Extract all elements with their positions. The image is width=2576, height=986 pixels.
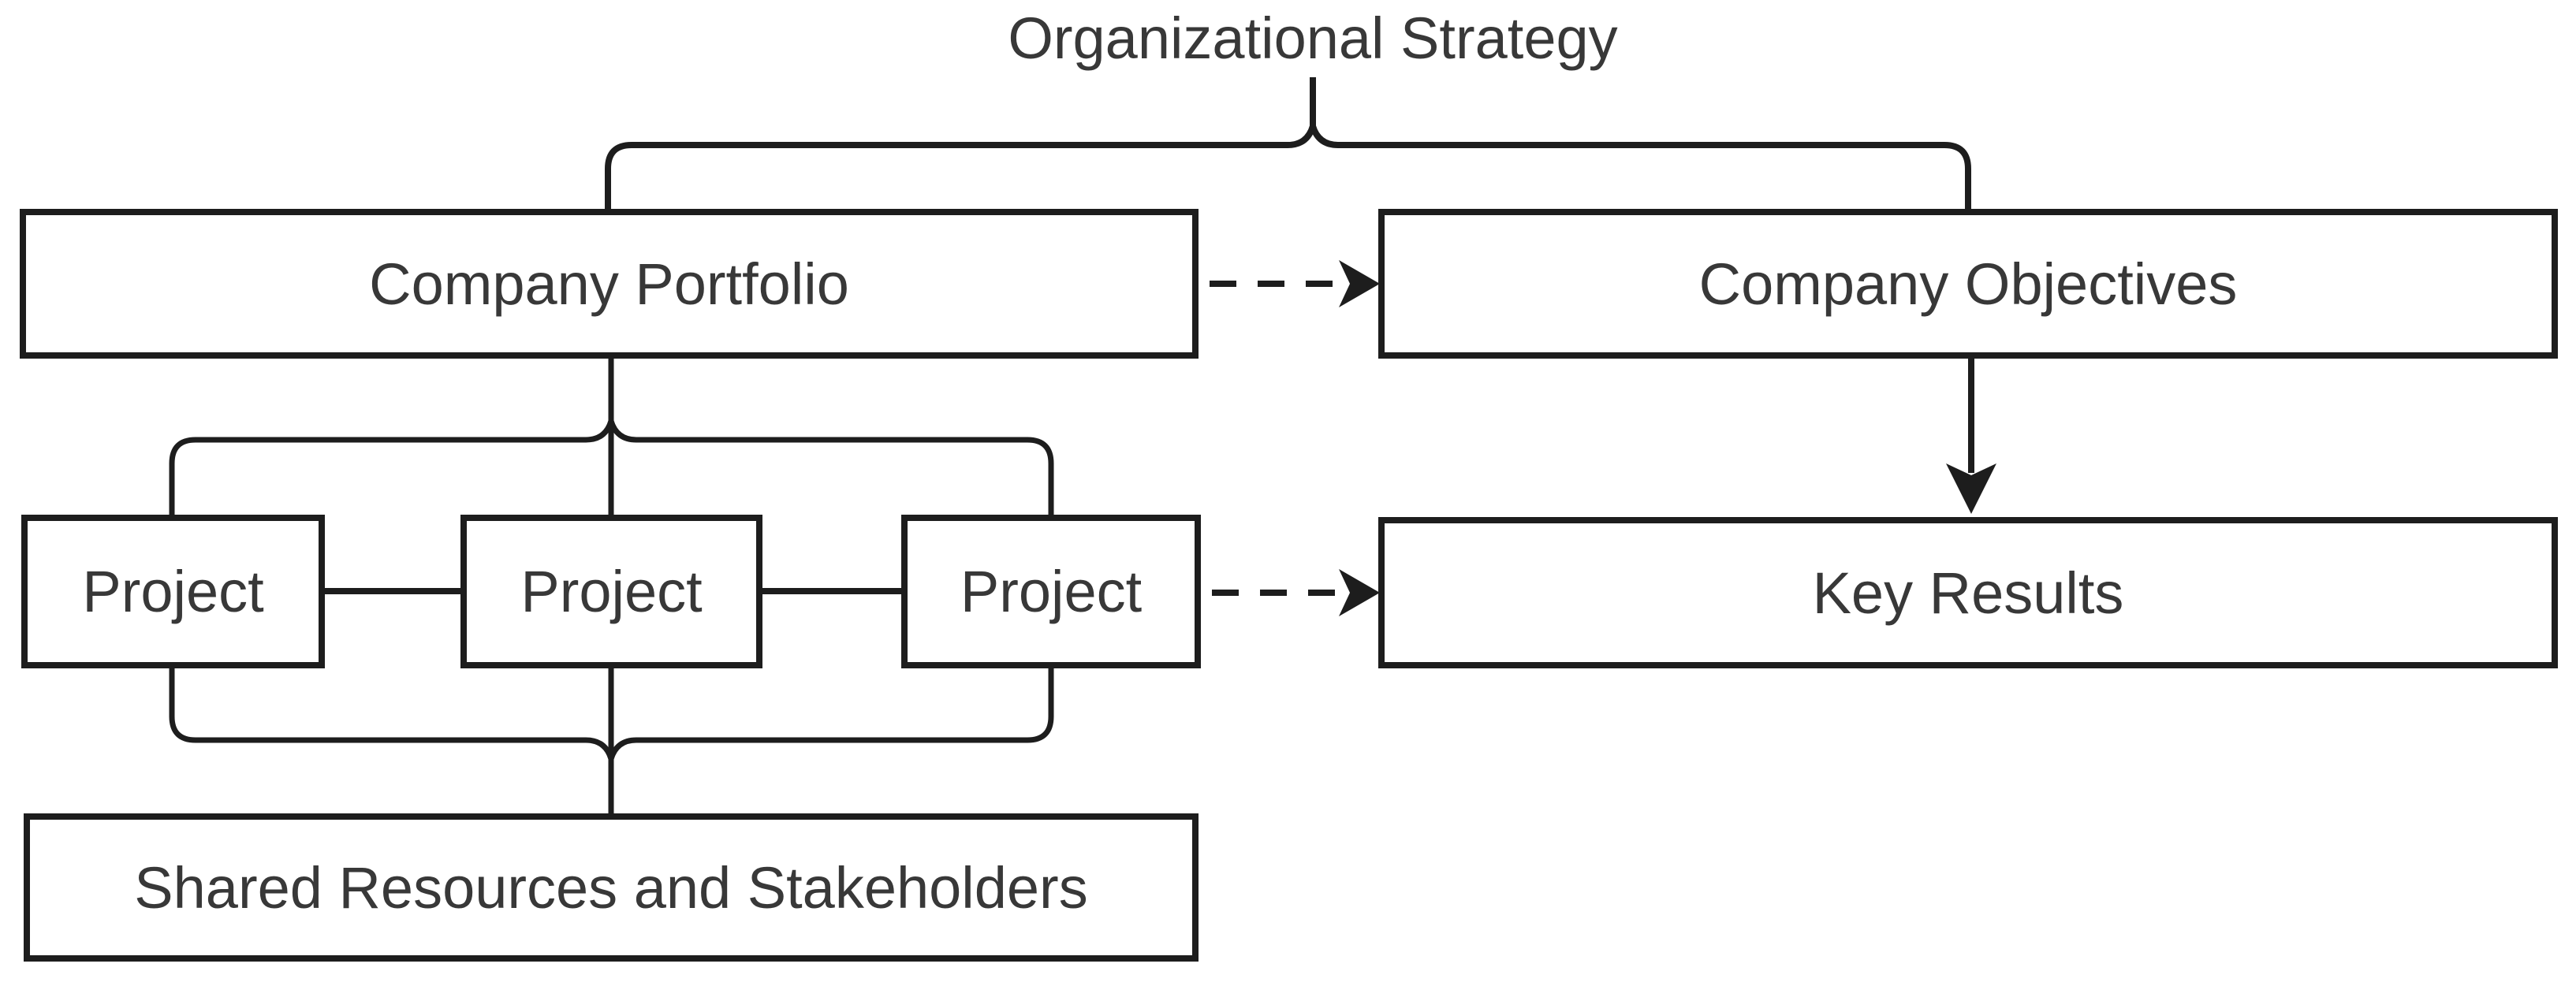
brace-projects-shared-connector bbox=[169, 668, 1054, 813]
objectives-keyresults-arrowhead bbox=[1946, 463, 1996, 514]
project-1-label: Project bbox=[82, 559, 264, 624]
project-keyresults-arrowhead bbox=[1339, 569, 1380, 616]
brace-portfolio-projects-connector bbox=[169, 359, 1054, 515]
key-results-label: Key Results bbox=[1812, 560, 2124, 626]
project-2-label: Project bbox=[520, 559, 703, 624]
node-key-results: Key Results bbox=[1378, 517, 2558, 668]
diagram-title: Organizational Strategy bbox=[1008, 5, 1618, 71]
shared-resources-label: Shared Resources and Stakeholders bbox=[134, 854, 1088, 921]
node-project-3: Project bbox=[901, 515, 1201, 668]
node-project-2: Project bbox=[460, 515, 762, 668]
brace-strategy-connector bbox=[605, 77, 1971, 209]
node-company-objectives: Company Objectives bbox=[1378, 209, 2558, 359]
node-company-portfolio: Company Portfolio bbox=[20, 209, 1199, 359]
company-objectives-label: Company Objectives bbox=[1698, 251, 2238, 317]
node-shared-resources: Shared Resources and Stakeholders bbox=[24, 813, 1199, 962]
project-3-label: Project bbox=[960, 559, 1143, 624]
company-portfolio-label: Company Portfolio bbox=[369, 251, 849, 317]
portfolio-objectives-arrowhead bbox=[1339, 260, 1380, 307]
node-project-1: Project bbox=[21, 515, 325, 668]
